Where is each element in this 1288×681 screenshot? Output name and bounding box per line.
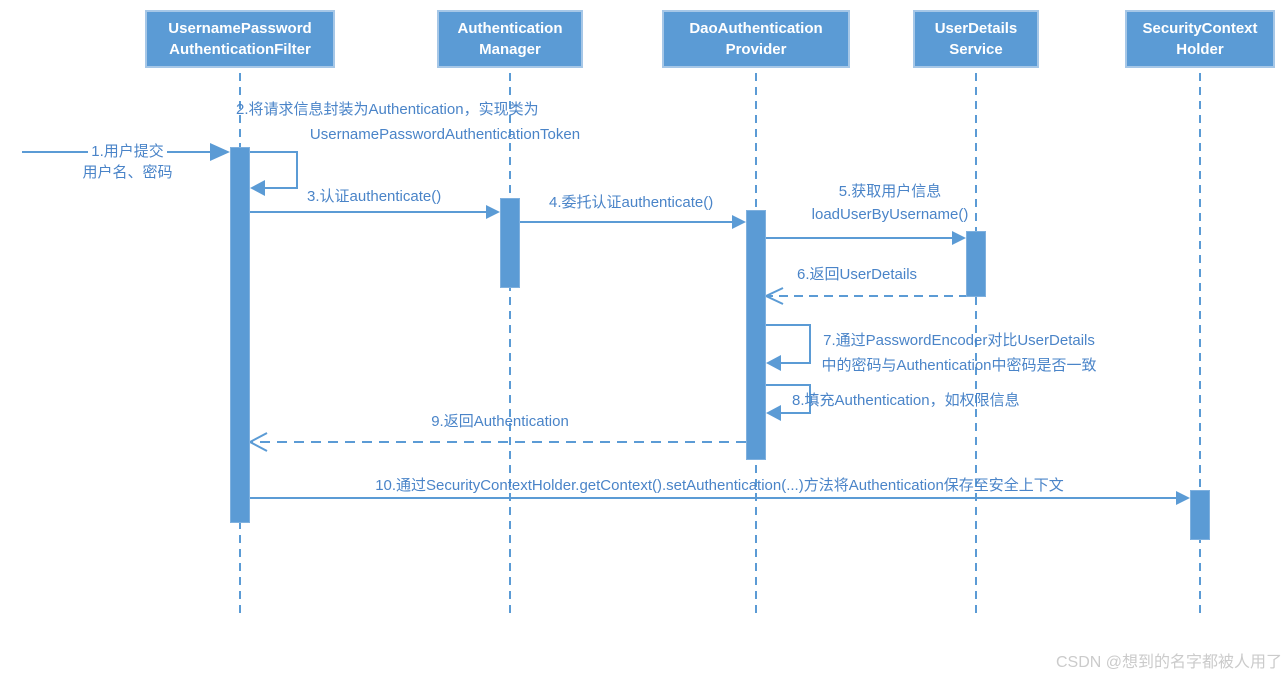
actor-label: Service [949, 41, 1003, 58]
actor-box-authentication-manager: Authentication Manager [437, 10, 583, 68]
actor-label: UsernamePassword [168, 20, 312, 37]
actor-label: AuthenticationFilter [169, 41, 311, 58]
activation-bar-manager [500, 198, 520, 288]
message-2-self-arrow [250, 151, 298, 196]
message-8-self-arrow [766, 384, 811, 421]
message-4-label: 4.委托认证authenticate() [549, 194, 714, 211]
activation-bar-dao-provider [746, 210, 766, 460]
actor-label: SecurityContext [1142, 20, 1258, 37]
message-5-arrow [766, 231, 966, 245]
message-8-label: 8.填充Authentication，如权限信息 [792, 392, 1020, 409]
actor-box-user-details-service: UserDetails Service [913, 10, 1039, 68]
activation-bar-filter [230, 147, 250, 523]
message-5-label: 5.获取用户信息 loadUserByUsername() [811, 183, 969, 223]
message-3-label: 3.认证authenticate() [307, 188, 442, 205]
message-7-label: 7.通过PasswordEncoder对比UserDetails 中的密码与Au… [821, 332, 1097, 374]
message-2-label-line1: 2.将请求信息封装为Authentication，实现类为 [236, 101, 539, 118]
message-1-label: 1.用户提交 用户名、密码 [82, 141, 173, 181]
message-3-arrow [250, 205, 500, 219]
actor-box-security-context-holder: SecurityContext Holder [1125, 10, 1275, 68]
message-4-arrow [520, 215, 746, 229]
actor-box-username-password-authentication-filter: UsernamePassword AuthenticationFilter [145, 10, 335, 68]
message-10-label: 10.通过SecurityContextHolder.getContext().… [375, 477, 1064, 494]
csdn-watermark: CSDN @想到的名字都被人用了 [1055, 654, 1282, 671]
actor-label: Manager [479, 41, 541, 58]
actor-label: UserDetails [934, 20, 1018, 37]
actor-label: DaoAuthentication [689, 20, 823, 37]
actor-label: Provider [725, 41, 787, 58]
activation-bar-user-details-service [966, 231, 986, 297]
message-7-self-arrow [766, 324, 811, 371]
message-6-label: 6.返回UserDetails [797, 266, 918, 283]
message-9-label: 9.返回Authentication [431, 413, 569, 430]
message-6-return-arrow [763, 287, 968, 305]
actor-box-dao-authentication-provider: DaoAuthentication Provider [662, 10, 850, 68]
actor-label: Holder [1176, 41, 1224, 58]
activation-bar-security-context-holder [1190, 490, 1210, 540]
actor-label: Authentication [457, 20, 563, 37]
message-9-return-arrow [247, 432, 746, 452]
message-10-arrow [250, 491, 1190, 505]
message-2-label-line2: UsernamePasswordAuthenticationToken [309, 126, 581, 143]
